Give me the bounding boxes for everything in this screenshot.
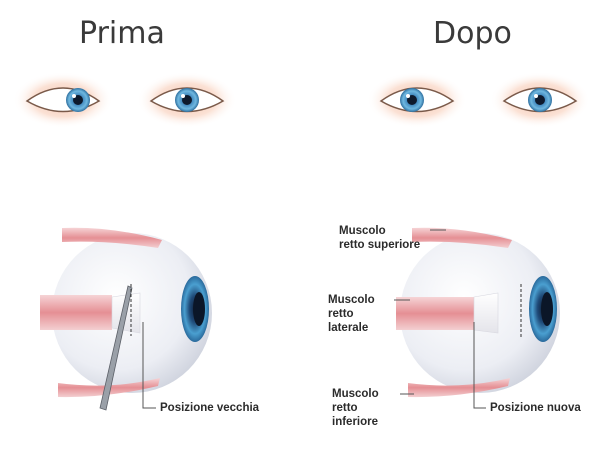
heading-after: Dopo	[433, 16, 512, 51]
eye-after-right	[367, 72, 467, 128]
label-old-position: Posizione vecchia	[160, 402, 260, 414]
label-new-position: Posizione nuova	[490, 402, 581, 414]
label-lateral-rectus: Muscolo retto laterale	[328, 294, 375, 334]
eye-after-left	[490, 72, 590, 128]
eyeball-before	[40, 227, 212, 411]
eye-before-right	[13, 72, 113, 128]
eye-before-left	[137, 72, 237, 128]
eyeball-after	[394, 227, 560, 409]
heading-before: Prima	[79, 16, 165, 51]
label-superior-rectus: Muscolo retto superiore	[339, 225, 421, 251]
label-inferior-rectus: Muscolo retto inferiore	[332, 388, 379, 428]
